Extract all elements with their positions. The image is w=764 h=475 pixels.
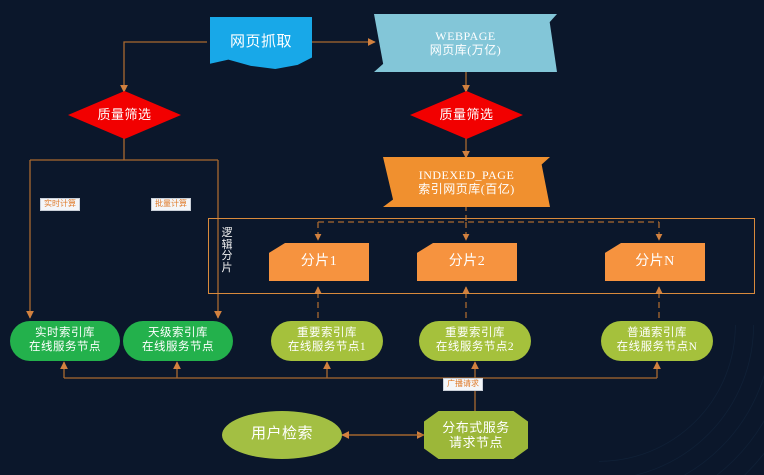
service-node-normal-n-line1: 普通索引库 (627, 327, 687, 340)
node-distributed-dispatch-line2: 请求节点 (448, 435, 503, 450)
tag-broadcast-request: 广播请求 (443, 378, 483, 391)
node-quality-filter-left[interactable]: 质量筛选 (68, 91, 181, 139)
service-node-daily[interactable]: 天级索引库 在线服务节点 (123, 321, 233, 361)
node-web-crawl-label: 网页抓取 (229, 34, 292, 51)
node-indexed-page-title: INDEXED_PAGE (418, 167, 515, 182)
node-distributed-dispatch[interactable]: 分布式服务 请求节点 (424, 411, 528, 459)
shard-2-label: 分片2 (448, 253, 486, 269)
service-node-normal-n-line2: 在线服务节点N (616, 341, 698, 353)
shard-1[interactable]: 分片1 (269, 243, 369, 281)
shard-1-label: 分片1 (300, 253, 338, 269)
wire-left-filter-realtime (30, 138, 218, 318)
wire-crawl-to-left-filter (120, 41, 207, 93)
node-quality-filter-left-label: 质量筛选 (97, 107, 152, 123)
tag-realtime-compute: 实时计算 (40, 198, 80, 211)
tag-batch-compute: 批量计算 (151, 198, 191, 211)
node-webpage-store-title: WEBPAGE (435, 28, 496, 43)
service-node-important-2[interactable]: 重要索引库 在线服务节点2 (419, 321, 531, 361)
group-logical-sharding-label: 逻辑分片 (221, 227, 233, 274)
service-node-daily-line2: 在线服务节点 (142, 341, 214, 353)
node-indexed-page-subtitle: 索引网页库(百亿) (418, 182, 515, 196)
node-webpage-store[interactable]: WEBPAGE 网页库(万亿) (374, 14, 557, 72)
service-node-realtime-line2: 在线服务节点 (29, 341, 101, 353)
shard-n-label: 分片N (635, 253, 675, 269)
service-node-daily-line1: 天级索引库 (148, 327, 208, 340)
service-node-important-1-line1: 重要索引库 (297, 327, 357, 340)
wire-indexed-shard-bus (318, 205, 659, 223)
node-user-retrieval[interactable]: 用户检索 (222, 411, 342, 459)
service-node-normal-n[interactable]: 普通索引库 在线服务节点N (601, 321, 713, 361)
node-webpage-store-subtitle: 网页库(万亿) (429, 43, 502, 57)
node-quality-filter-right-label: 质量筛选 (439, 107, 494, 123)
service-node-important-1[interactable]: 重要索引库 在线服务节点1 (271, 321, 383, 361)
group-logical-sharding (208, 218, 755, 294)
service-node-important-2-line1: 重要索引库 (445, 327, 505, 340)
diamond-shape-left-icon (68, 91, 181, 139)
node-quality-filter-right[interactable]: 质量筛选 (410, 91, 523, 139)
service-node-realtime[interactable]: 实时索引库 在线服务节点 (10, 321, 120, 361)
diamond-shape-right-icon (410, 91, 523, 139)
shard-n[interactable]: 分片N (605, 243, 705, 281)
service-node-important-2-line2: 在线服务节点2 (435, 341, 515, 353)
node-indexed-page-store[interactable]: INDEXED_PAGE 索引网页库(百亿) (383, 157, 550, 207)
node-user-retrieval-label: 用户检索 (250, 426, 313, 443)
node-distributed-dispatch-line1: 分布式服务 (442, 419, 510, 435)
service-node-important-1-line2: 在线服务节点1 (287, 341, 367, 353)
service-node-realtime-line1: 实时索引库 (35, 327, 95, 340)
shard-2[interactable]: 分片2 (417, 243, 517, 281)
